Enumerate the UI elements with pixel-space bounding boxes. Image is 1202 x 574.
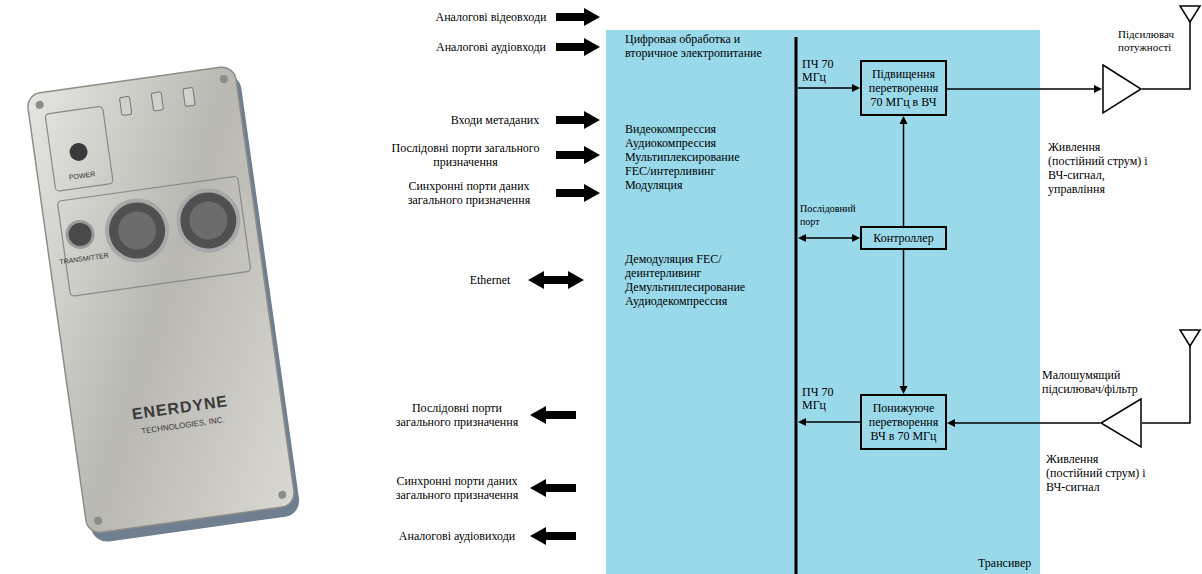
amplifier-symbol	[1103, 65, 1141, 113]
led-indicator	[183, 87, 195, 106]
antenna-feed	[1142, 346, 1190, 423]
node-text: Демодуляция FEC/деинтерливинг Демультипл…	[625, 252, 760, 308]
input-arrow	[556, 38, 600, 56]
output-label: Синхронні порти даних загального признач…	[390, 474, 524, 502]
amplifier-symbol	[1101, 399, 1141, 447]
node-text: Цифровая обработка и вторичное электропи…	[625, 32, 775, 60]
screw	[35, 100, 44, 109]
process-box: Понижуюче перетворення ВЧ в 70 МГц	[860, 394, 947, 450]
output-arrow	[530, 479, 576, 497]
processing-band: Цифровая обработка и вторичное электропи…	[606, 30, 1040, 574]
if-line	[798, 87, 852, 89]
connector-line	[954, 422, 1100, 424]
input-label: Входи метаданих	[440, 113, 550, 127]
connector-insert	[187, 199, 230, 242]
process-box: Контроллер	[860, 226, 947, 250]
screw	[278, 490, 287, 499]
input-arrow	[556, 111, 600, 129]
port-label: Ethernet	[458, 273, 522, 287]
amplifier-triangle: Підсилювач потужності	[1102, 64, 1142, 114]
signal-label: Послідовний порт	[800, 202, 858, 228]
power-knob	[68, 142, 88, 162]
connector-line	[903, 123, 905, 226]
output-label: Послідовні порти загального призначення	[390, 401, 524, 429]
small-connector	[65, 220, 94, 249]
input-label: Аналогові аудіовходи	[430, 40, 552, 54]
box-text: Понижуюче перетворення ВЧ в 70 МГц	[865, 401, 942, 443]
output-arrow	[530, 527, 576, 545]
output-arrow	[530, 406, 576, 424]
led-indicator	[151, 92, 163, 111]
input-arrow	[556, 184, 600, 202]
node-text: Трансивер	[978, 556, 1040, 570]
signal-bus	[795, 37, 798, 574]
input-label: Послідовні порти загального призначення	[378, 141, 553, 169]
process-box: Підвищення перетворення 70 МГц в ВЧ	[860, 60, 947, 116]
screw	[94, 516, 103, 525]
connector-insert	[116, 209, 159, 252]
round-connector	[103, 197, 171, 265]
input-label: Аналогові відеовходи	[430, 10, 552, 24]
signal-label: Живлення (постійний струм) і ВЧ-сигнал, …	[1048, 140, 1158, 196]
input-arrow	[556, 146, 600, 164]
signal-label: Живлення (постійний струм) і ВЧ-сигнал	[1046, 452, 1150, 494]
connector-panel	[57, 176, 251, 296]
node-text: Видеокомпрессия Аудиокомпрессия Мультипл…	[625, 122, 750, 192]
box-text: Контроллер	[865, 231, 942, 245]
arrow-head	[1094, 85, 1102, 93]
input-arrow	[556, 8, 600, 26]
triangle-outline	[1100, 398, 1142, 448]
amplifier-triangle: Малошумящий підсилювач/фільтр	[1100, 398, 1142, 448]
if-line	[806, 421, 860, 423]
serial-line	[806, 237, 852, 239]
connector-line	[947, 88, 1095, 90]
signal-label: ПЧ 70 МГц	[802, 386, 846, 412]
round-connector	[175, 187, 243, 255]
node-text: Малошумящий підсилювач/фільтр	[1042, 368, 1150, 396]
input-label: Синхронні порти даних загального признач…	[385, 179, 553, 207]
screw	[219, 74, 228, 83]
device-body	[26, 65, 296, 534]
led-indicator	[119, 96, 131, 115]
triangle-outline	[1102, 64, 1142, 114]
antenna-symbol	[1180, 6, 1200, 22]
signal-label: ПЧ 70 МГц	[802, 58, 846, 84]
antenna-symbol	[1180, 330, 1200, 346]
switch-panel	[45, 106, 113, 191]
connector-line	[903, 250, 905, 387]
output-label: Аналогові аудіовиходи	[390, 529, 524, 543]
bidirectional-arrow	[528, 271, 584, 289]
node-text: Підсилювач потужності	[1118, 28, 1182, 54]
box-text: Підвищення перетворення 70 МГц в ВЧ	[865, 67, 942, 109]
